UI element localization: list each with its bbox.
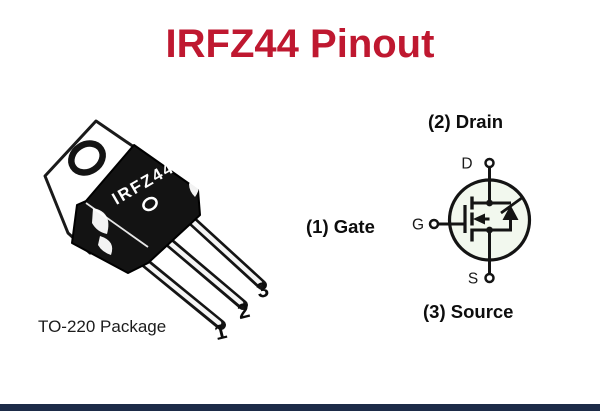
body-notch-left-lower (98, 236, 113, 255)
pin-1-metal (136, 255, 222, 326)
to220-package-drawing: IRFZ44 (43, 119, 267, 330)
mosfet-symbol-drawing: D G S (412, 156, 532, 288)
package-pins (133, 214, 267, 330)
gate-letter: G (412, 217, 424, 234)
mounting-hole (68, 140, 106, 176)
body-notch-left-upper (92, 208, 109, 234)
package-caption: TO-220 Package (38, 317, 167, 336)
diode-triangle (502, 205, 519, 220)
source-pin-label: (3) Source (423, 301, 514, 322)
drain-terminal (484, 157, 495, 169)
pin-2-metal (162, 236, 244, 306)
gate-pin-label: (1) Gate (306, 216, 375, 237)
gate-terminal (428, 218, 440, 230)
body-notch-right (189, 177, 200, 197)
drain-pin-label: (2) Drain (428, 111, 504, 132)
drain-letter: D (461, 156, 472, 173)
page-title: IRFZ44 Pinout (165, 22, 435, 66)
source-terminal (484, 272, 495, 284)
pin-3-metal (188, 217, 263, 286)
body-arrow (473, 213, 485, 225)
bottom-navy-bar (0, 404, 600, 411)
source-letter: S (468, 271, 478, 288)
diode-cathode-bar (500, 195, 524, 215)
diode-branch-bottom (489, 220, 512, 232)
body-indent-hole (142, 196, 158, 212)
